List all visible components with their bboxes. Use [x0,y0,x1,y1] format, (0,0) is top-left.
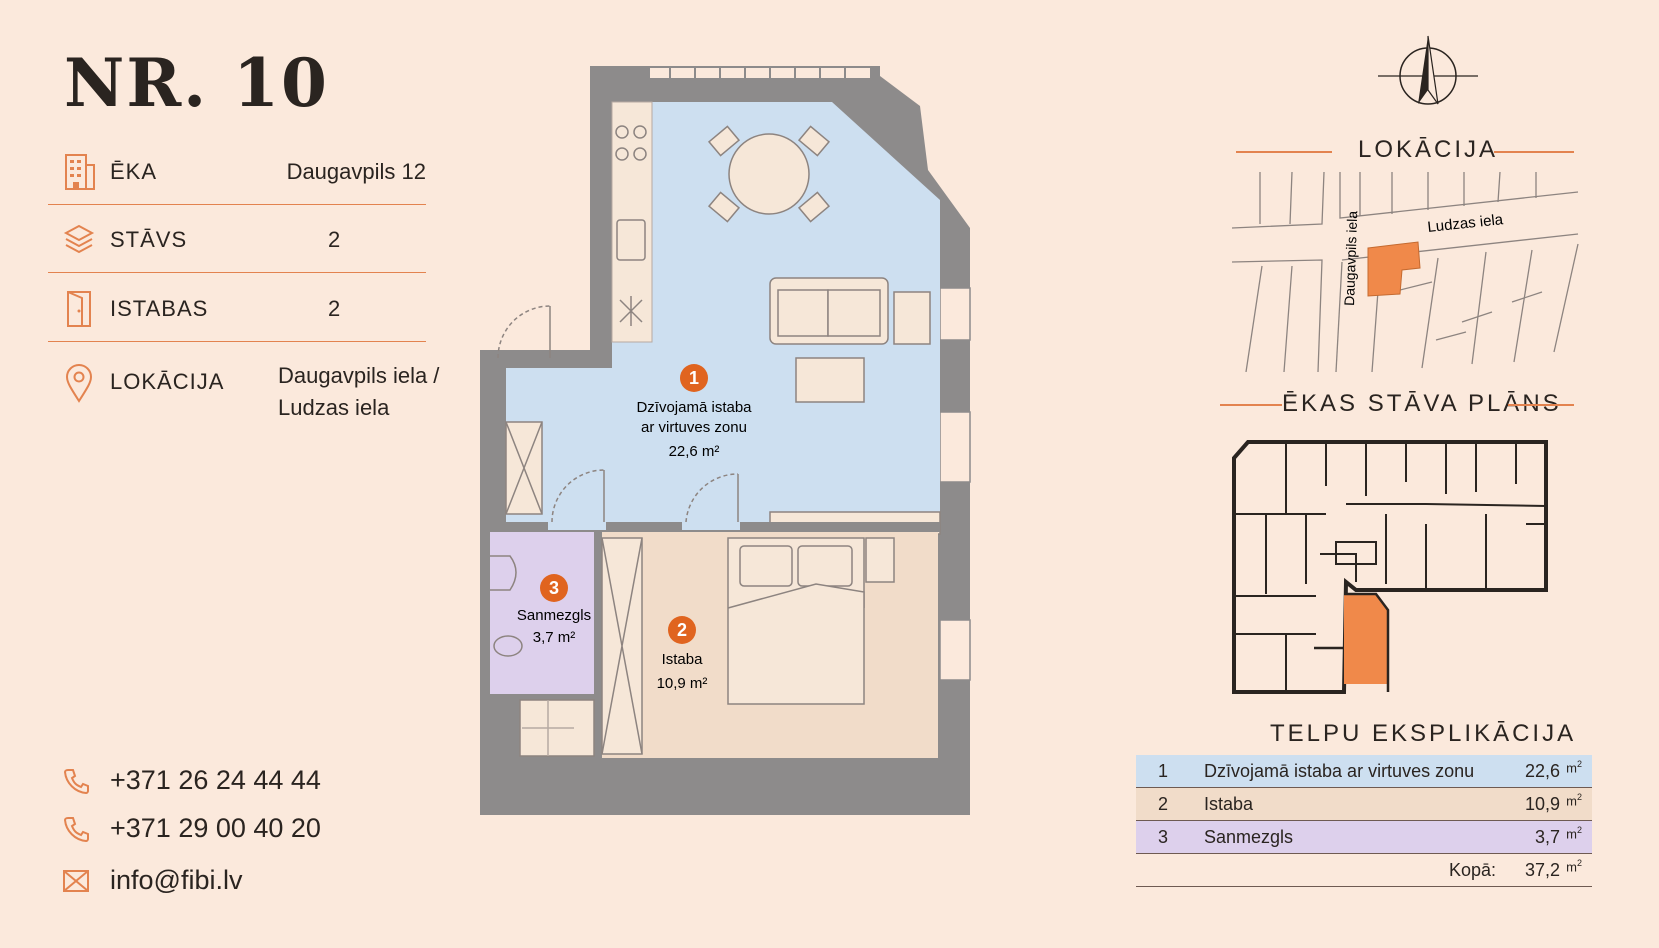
divider [48,203,426,205]
row-name: Dzīvojamā istaba ar virtuves zonu [1204,761,1475,781]
email-address[interactable]: info@fibi.lv [110,865,243,895]
table-row: 3 Sanmezgls 3,7 m2 [1136,821,1592,854]
row-unit: m2 [1566,792,1582,809]
room-label-1: 1 Dzīvojamā istaba ar virtuves zonu 22,6… [636,364,752,460]
table-row: 1 Dzīvojamā istaba ar virtuves zonu 22,6… [1136,755,1592,788]
door-icon [67,291,91,327]
info-label: ĒKA [110,159,158,184]
location-heading: LOKĀCIJA [1358,136,1499,163]
room-label-2: 2 Istaba 10,9 m² [657,616,708,692]
floor-plan-heading: ĒKAS STĀVA PLĀNS [1282,390,1562,417]
row-name: Istaba [1204,794,1254,814]
row-number: 3 [1158,827,1169,847]
street-label: Ludzas iela [1427,211,1505,236]
total-label: Kopā: [1448,860,1496,880]
divider [48,340,426,342]
row-number: 1 [1158,761,1169,781]
mail-icon [63,870,89,892]
page-title: NR. 10 [64,44,329,122]
info-row-building: ĒKA Daugavpils 12 [48,137,426,205]
phone-number[interactable]: +371 29 00 40 20 [110,813,321,843]
info-value: 2 [328,227,341,252]
info-label: STĀVS [110,227,188,252]
location-pin-icon [65,364,93,403]
info-row-rooms: ISTABAS 2 [48,274,426,342]
info-value: 2 [328,296,341,321]
total-area: 37,2 [1524,860,1560,880]
row-unit: m2 [1566,858,1582,875]
row-area: 22,6 [1524,761,1560,781]
table-row: 2 Istaba 10,9 m2 [1136,788,1592,821]
phone-number[interactable]: +371 26 24 44 44 [110,765,321,795]
info-value-line2: Ludzas iela [278,395,390,420]
row-area: 3,7 [1534,827,1560,847]
info-label: ISTABAS [110,296,209,321]
svg-text:3,7 m²: 3,7 m² [533,629,576,646]
svg-text:1: 1 [689,368,699,388]
svg-text:Dzīvojamā istaba: Dzīvojamā istaba [636,399,752,416]
info-label: LOKĀCIJA [110,369,225,394]
phone-icon [63,817,89,843]
explication-heading: TELPU EKSPLIKĀCIJA [1270,720,1577,747]
street-label: Daugavpils iela [1341,210,1360,306]
room-bathroom [490,532,594,694]
svg-text:Istaba: Istaba [662,651,704,668]
info-value-line1: Daugavpils iela / [278,363,440,388]
north-arrow-icon [1378,35,1478,105]
row-number: 2 [1158,794,1169,814]
svg-text:10,9 m²: 10,9 m² [657,675,708,692]
building-icon [65,154,95,190]
row-name: Sanmezgls [1204,827,1294,847]
phone-icon [63,769,89,795]
building-floor-plan [1232,440,1548,694]
divider [1220,404,1282,406]
room-label-3: 3 Sanmezgls 3,7 m² [517,574,591,646]
divider [48,271,426,273]
row-unit: m2 [1566,825,1582,842]
divider [1236,151,1332,153]
info-row-location: LOKĀCIJA Daugavpils iela / Ludzas iela [48,345,439,425]
divider [1508,404,1574,406]
divider [1494,151,1574,153]
svg-text:ar virtuves zonu: ar virtuves zonu [641,419,747,436]
svg-text:22,6 m²: 22,6 m² [669,443,720,460]
row-area: 10,9 [1524,794,1560,814]
svg-text:Sanmezgls: Sanmezgls [517,607,591,624]
table-total-row: Kopā: 37,2 m2 [1136,854,1592,887]
svg-text:3: 3 [549,578,559,598]
svg-text:2: 2 [677,620,687,640]
info-row-floor: STĀVS 2 [48,205,426,273]
layers-icon [63,224,95,254]
info-value: Daugavpils 12 [286,159,426,184]
row-unit: m2 [1566,759,1582,776]
location-map: Ludzas iela Daugavpils iela [1232,172,1579,372]
explication-table: 1 Dzīvojamā istaba ar virtuves zonu 22,6… [1136,755,1592,887]
apartment-plan: 1 Dzīvojamā istaba ar virtuves zonu 22,6… [480,66,971,815]
